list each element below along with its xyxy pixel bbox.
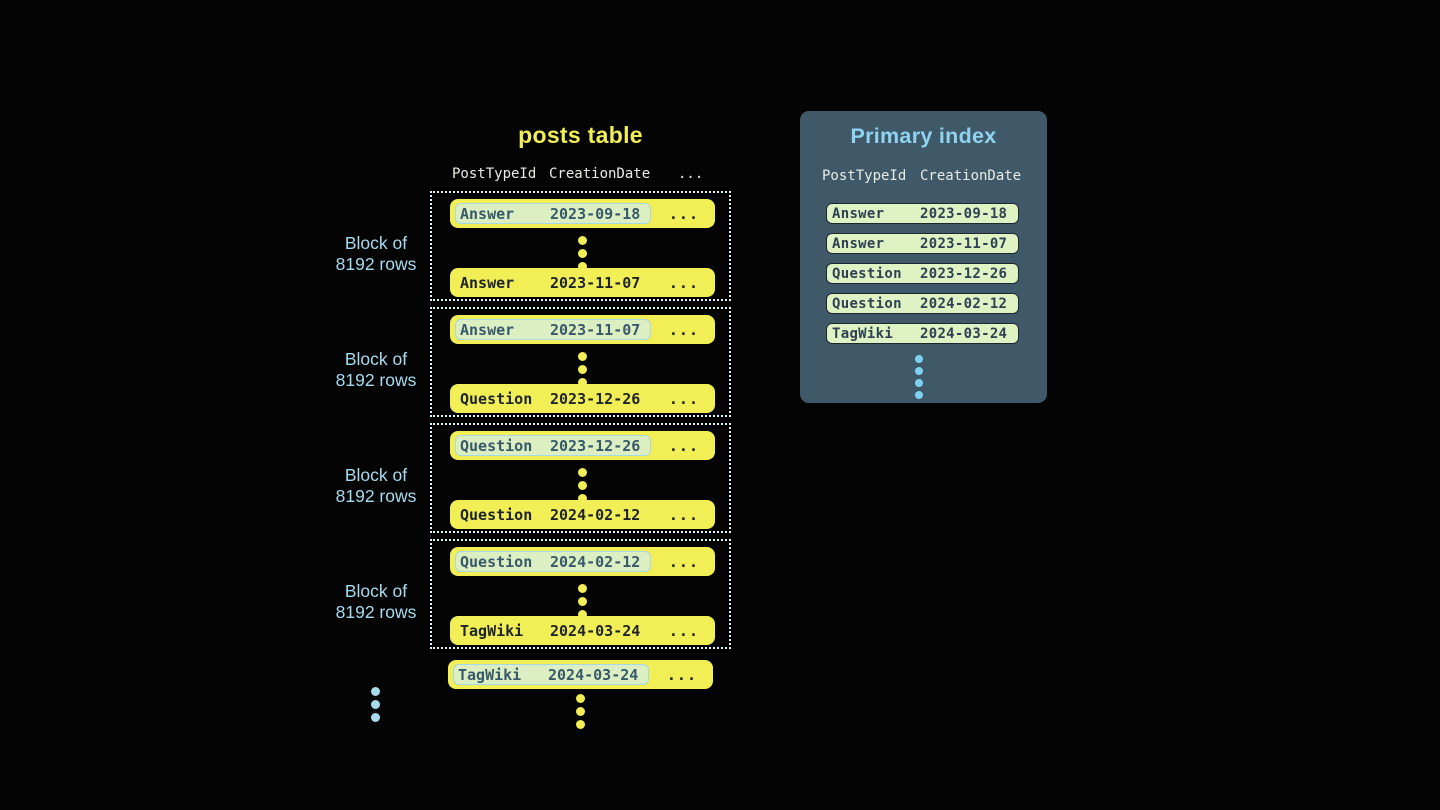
block-1: Answer 2023-09-18 ... Answer 2023-11-07 …: [430, 191, 731, 301]
column-header-ellipsis: ...: [678, 166, 704, 182]
row-ellipsis: ...: [668, 621, 699, 640]
table-row: TagWiki 2024-03-24 ...: [448, 660, 713, 689]
table-row: Answer 2023-09-18 ...: [450, 199, 715, 228]
row-date: 2024-02-12: [550, 505, 641, 524]
row-cells: TagWiki 2024-03-24: [455, 620, 651, 641]
row-type: Answer: [832, 205, 885, 222]
row-highlight-pill: Question 2024-02-12: [455, 551, 651, 572]
row-ellipsis: ...: [668, 436, 699, 455]
row-date: 2024-02-12: [920, 295, 1008, 312]
row-highlight-pill: TagWiki 2024-03-24: [453, 664, 649, 685]
row-type: Question: [832, 265, 902, 282]
table-row: Answer 2023-11-07 ...: [450, 268, 715, 297]
row-type: Question: [460, 389, 533, 408]
primary-index-column-headers: PostTypeId CreationDate: [800, 168, 1047, 186]
row-date: 2024-03-24: [548, 665, 639, 684]
row-ellipsis: ...: [668, 505, 699, 524]
block-3: Question 2023-12-26 ... Question 2024-02…: [430, 423, 731, 533]
row-type: Answer: [460, 204, 515, 223]
row-ellipsis: ...: [668, 273, 699, 292]
row-highlight-pill: Question 2023-12-26: [455, 435, 651, 456]
row-highlight-pill: Answer 2023-11-07: [455, 319, 651, 340]
row-date: 2023-12-26: [920, 265, 1008, 282]
row-type: Question: [460, 505, 533, 524]
row-type: Question: [460, 552, 533, 571]
block-size-label: Block of 8192 rows: [335, 349, 417, 390]
row-type: Answer: [460, 273, 515, 292]
index-row: Question 2023-12-26: [826, 263, 1019, 284]
table-row: Question 2023-12-26 ...: [450, 431, 715, 460]
table-row: TagWiki 2024-03-24 ...: [450, 616, 715, 645]
column-header-posttypeid: PostTypeId: [822, 168, 907, 184]
row-type: Answer: [832, 235, 885, 252]
row-date: 2023-11-07: [550, 273, 641, 292]
row-cells: Answer 2023-11-07: [455, 272, 651, 293]
row-type: Answer: [460, 320, 515, 339]
column-header-creationdate: CreationDate: [549, 166, 651, 182]
row-type: Question: [832, 295, 902, 312]
row-date: 2023-12-26: [550, 436, 641, 455]
row-ellipsis: ...: [668, 204, 699, 223]
primary-index-title: Primary index: [850, 124, 997, 148]
primary-index-panel: Primary index PostTypeId CreationDate An…: [800, 111, 1047, 403]
row-date: 2024-02-12: [550, 552, 641, 571]
row-date: 2023-11-07: [920, 235, 1008, 252]
index-row: TagWiki 2024-03-24: [826, 323, 1019, 344]
row-type: TagWiki: [832, 325, 894, 342]
index-row: Answer 2023-11-07: [826, 233, 1019, 254]
row-ellipsis: ...: [668, 552, 699, 571]
block-size-label: Block of 8192 rows: [335, 233, 417, 274]
row-type: TagWiki: [458, 665, 522, 684]
table-row: Answer 2023-11-07 ...: [450, 315, 715, 344]
posts-table-title: posts table: [518, 122, 643, 148]
row-type: Question: [460, 436, 533, 455]
posts-table-column-headers: PostTypeId CreationDate ...: [430, 166, 731, 184]
block-size-label: Block of 8192 rows: [335, 581, 417, 622]
row-date: 2024-03-24: [550, 621, 641, 640]
row-ellipsis: ...: [668, 320, 699, 339]
row-ellipsis: ...: [666, 665, 697, 684]
table-row: Question 2023-12-26 ...: [450, 384, 715, 413]
column-header-posttypeid: PostTypeId: [452, 166, 537, 182]
row-highlight-pill: Answer 2023-09-18: [455, 203, 651, 224]
block-size-label: Block of 8192 rows: [335, 465, 417, 506]
column-header-creationdate: CreationDate: [920, 168, 1022, 184]
block-2: Answer 2023-11-07 ... Question 2023-12-2…: [430, 307, 731, 417]
row-date: 2023-12-26: [550, 389, 641, 408]
row-cells: Question 2023-12-26: [455, 388, 651, 409]
index-row: Question 2024-02-12: [826, 293, 1019, 314]
row-date: 2023-09-18: [920, 205, 1008, 222]
row-date: 2023-09-18: [550, 204, 641, 223]
table-row: Question 2024-02-12 ...: [450, 500, 715, 529]
row-date: 2023-11-07: [550, 320, 641, 339]
row-type: TagWiki: [460, 621, 524, 640]
table-row: Question 2024-02-12 ...: [450, 547, 715, 576]
index-row: Answer 2023-09-18: [826, 203, 1019, 224]
row-date: 2024-03-24: [920, 325, 1008, 342]
row-cells: Question 2024-02-12: [455, 504, 651, 525]
block-4: Question 2024-02-12 ... TagWiki 2024-03-…: [430, 539, 731, 649]
row-ellipsis: ...: [668, 389, 699, 408]
